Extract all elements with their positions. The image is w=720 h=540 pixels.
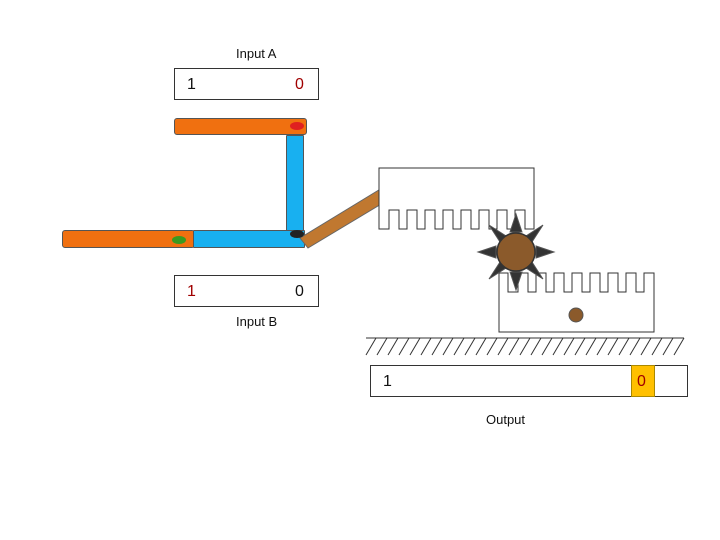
hatch-line [365, 337, 377, 356]
hatch-line [475, 337, 487, 356]
hatch-line [464, 337, 476, 356]
gear [496, 232, 536, 272]
hatch-line [541, 337, 553, 356]
hatch-line [585, 337, 597, 356]
hatch-line [662, 337, 674, 356]
dark-pin [290, 230, 304, 238]
hatch-line [376, 337, 388, 356]
output-value-1: 1 [383, 373, 392, 390]
output-value-0: 0 [637, 373, 646, 390]
input-b-value-1: 1 [187, 283, 196, 300]
hatch-line [486, 337, 498, 356]
lower-rack [498, 272, 655, 333]
hatch-line [387, 337, 399, 356]
ground-hatching [365, 337, 685, 356]
input-b-label: Input B [236, 314, 278, 329]
upper-rack [378, 167, 535, 230]
hatch-line [673, 337, 685, 356]
input-a-value-0: 0 [295, 76, 304, 93]
hatch-line [596, 337, 608, 356]
hatch-line [420, 337, 432, 356]
hatch-line [563, 337, 575, 356]
output-highlight [631, 365, 655, 397]
hatch-line [618, 337, 630, 356]
rack-knob [568, 307, 584, 323]
output-label: Output [486, 412, 526, 427]
gear-teeth [476, 212, 556, 292]
input-a-value-1: 1 [187, 76, 196, 93]
hatch-line [453, 337, 465, 356]
hatch-line [519, 337, 531, 356]
input-a-bar [174, 118, 307, 135]
hatch-line [508, 337, 520, 356]
red-pin [290, 122, 304, 130]
hatch-line [398, 337, 410, 356]
hatch-line [530, 337, 542, 356]
hatch-line [640, 337, 652, 356]
input-b-box: 1 0 [174, 275, 319, 307]
hatch-line [442, 337, 454, 356]
input-a-box: 1 0 [174, 68, 319, 100]
hatch-line [552, 337, 564, 356]
output-box: 1 0 [370, 365, 688, 397]
hatch-line [651, 337, 663, 356]
hatch-line [409, 337, 421, 356]
hatch-line [629, 337, 641, 356]
hatch-line [574, 337, 586, 356]
hatch-line [497, 337, 509, 356]
input-b-value-0: 0 [295, 283, 304, 300]
input-a-label: Input A [236, 46, 277, 61]
green-pin [172, 236, 186, 244]
hatch-line [431, 337, 443, 356]
hatch-line [607, 337, 619, 356]
